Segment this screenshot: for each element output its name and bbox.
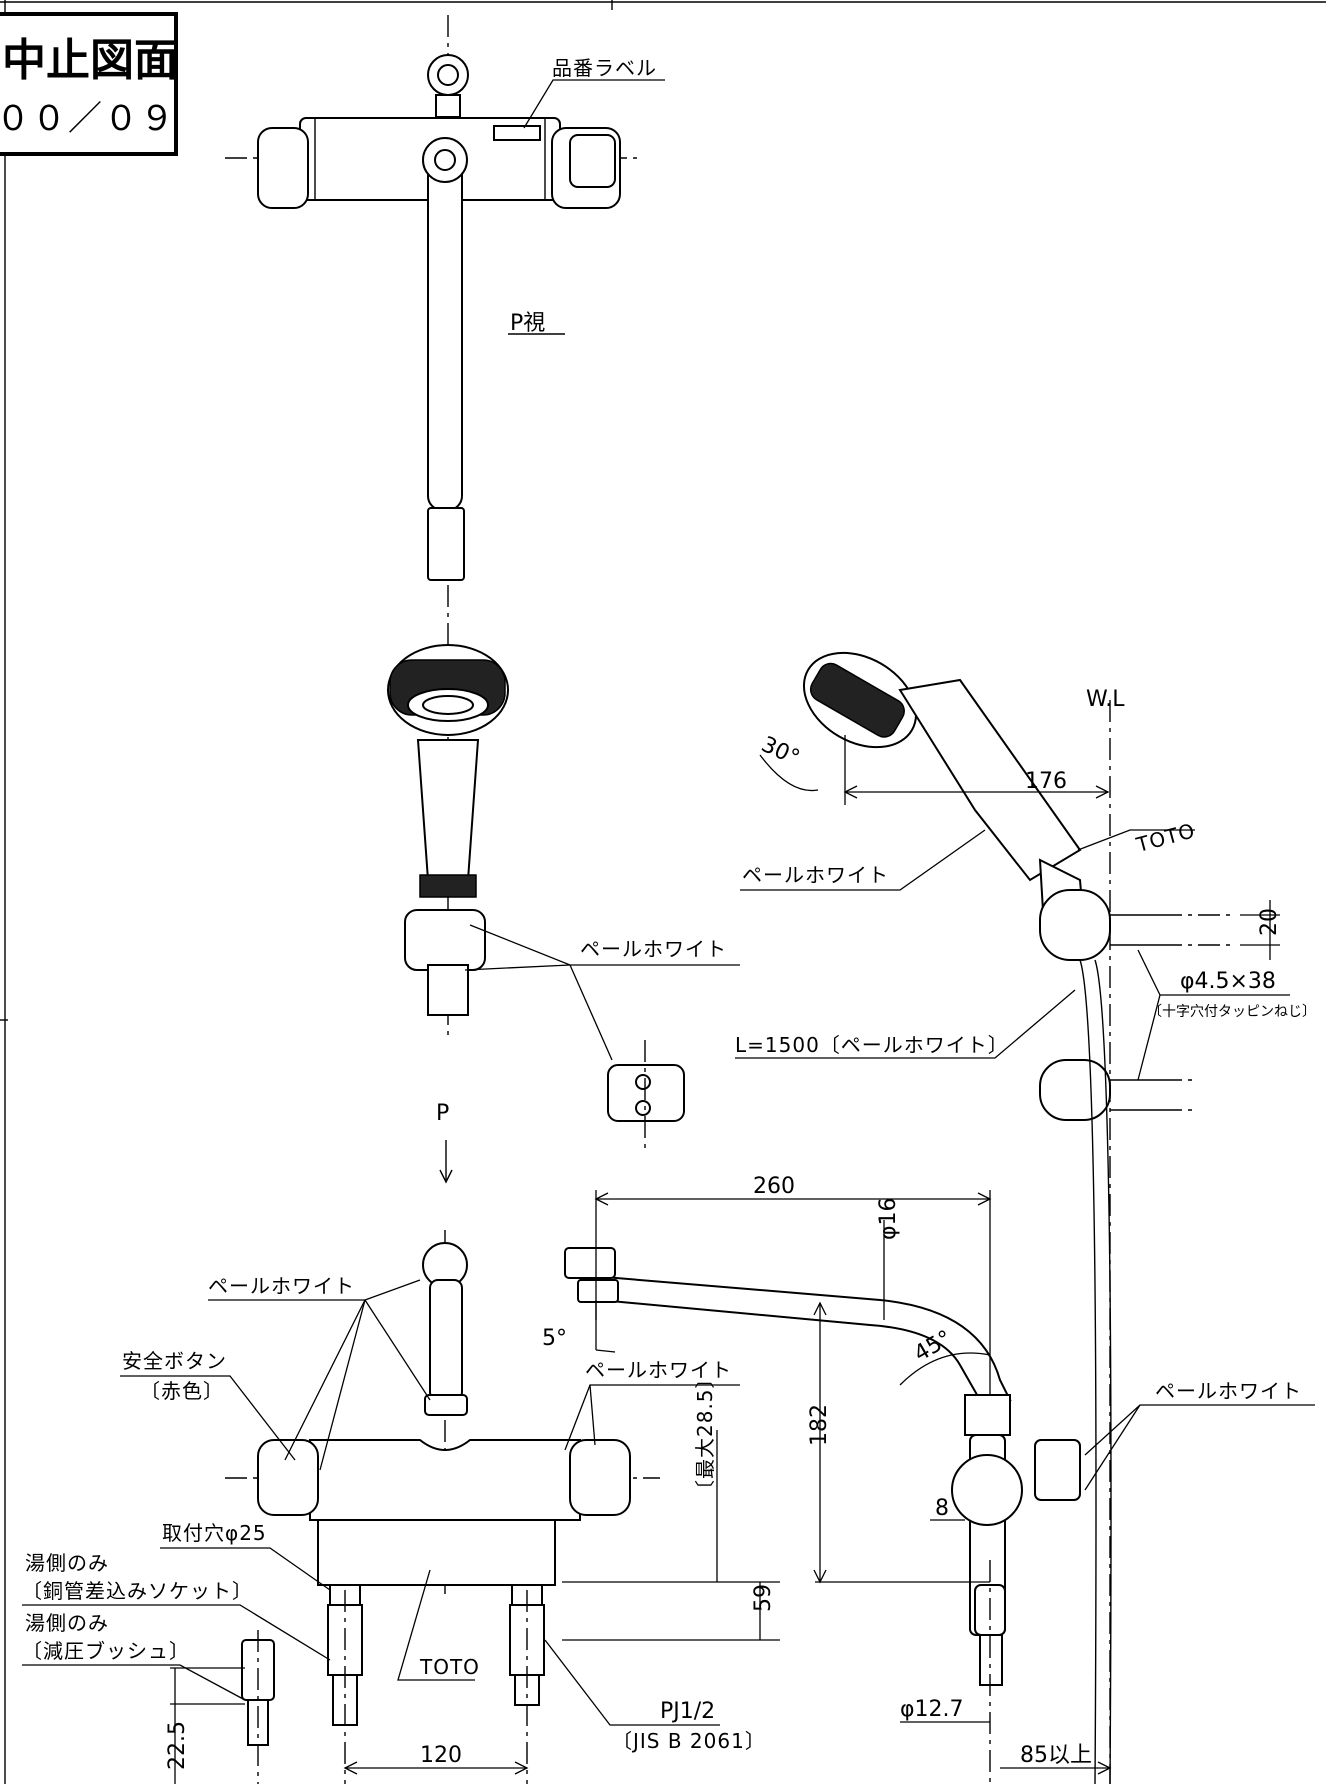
dim-5deg: 5° <box>542 1326 567 1351</box>
screw-label: φ4.5×38 <box>1180 969 1276 994</box>
side-view-shower: W.L 176 30° TOTO ペールホワイト <box>735 651 1316 1784</box>
hand-shower-front: ペールホワイト P <box>387 644 740 1184</box>
wl-label: W.L <box>1086 687 1125 712</box>
cancelled-drawing-stamp: 中止図面 ００／０９ <box>0 12 178 156</box>
max-note: 〔最大28.5〕 <box>693 1367 717 1500</box>
view-p-title: P視 <box>510 311 545 336</box>
jis-label: 〔JIS B 2061〕 <box>612 1729 766 1753</box>
toto-label-front: TOTO <box>419 1655 480 1679</box>
dim-176: 176 <box>1025 769 1067 794</box>
safety-button-label: 安全ボタン <box>122 1349 227 1373</box>
hot-side-label-1: 湯側のみ <box>25 1551 109 1575</box>
front-view-mixer: 120 ペールホワイト ペールホワイト 安全ボタン 〔赤色〕 〔最大28.5〕 … <box>22 1230 780 1784</box>
dim-59: 59 <box>751 1584 776 1612</box>
safety-button-color: 〔赤色〕 <box>140 1379 224 1403</box>
dim-22-5: 22.5 <box>165 1721 190 1770</box>
pale-white-label-2: ペールホワイト <box>742 863 889 887</box>
pale-white-label-4: ペールホワイト <box>585 1358 732 1382</box>
dim-phi12-7: φ12.7 <box>900 1697 964 1722</box>
pale-white-label-1: ペールホワイト <box>580 937 727 961</box>
pale-white-label-5: ペールホワイト <box>1155 1379 1302 1403</box>
screw-note: 〔十字穴付タッピンねじ〕 <box>1148 1004 1316 1020</box>
mount-hole-label: 取付穴φ25 <box>162 1521 267 1545</box>
dim-phi16: φ16 <box>876 1197 901 1240</box>
dim-30deg: 30° <box>757 732 803 771</box>
top-view: 品番ラベル P視 <box>225 15 665 1040</box>
pj-label: PJ1/2 <box>660 1699 715 1724</box>
toto-label-side: TOTO <box>1133 818 1198 857</box>
hose-label: L=1500〔ペールホワイト〕 <box>735 1033 1009 1057</box>
pale-white-label-3: ペールホワイト <box>208 1274 355 1298</box>
part-number-label-text: 品番ラベル <box>552 56 657 80</box>
hot-side-label-2: 湯側のみ <box>25 1611 109 1635</box>
dim-182: 182 <box>807 1404 832 1446</box>
reducer-bush-label: 〔減圧ブッシュ〕 <box>22 1639 190 1663</box>
stamp-date: ００／０９ <box>0 99 176 139</box>
copper-socket-label: 〔銅管差込みソケット〕 <box>22 1579 253 1603</box>
side-view-mixer: 260 φ16 5° 45° 182 8 ペールホワイト φ12.7 85以上 <box>542 1174 1315 1784</box>
dim-20: 20 <box>1257 908 1282 936</box>
dim-120: 120 <box>420 1743 462 1768</box>
dim-260: 260 <box>753 1174 795 1199</box>
stamp-title: 中止図面 <box>2 35 178 86</box>
dim-85: 85以上 <box>1020 1743 1092 1768</box>
view-arrow-label: P <box>436 1101 449 1126</box>
dim-8: 8 <box>935 1496 949 1521</box>
